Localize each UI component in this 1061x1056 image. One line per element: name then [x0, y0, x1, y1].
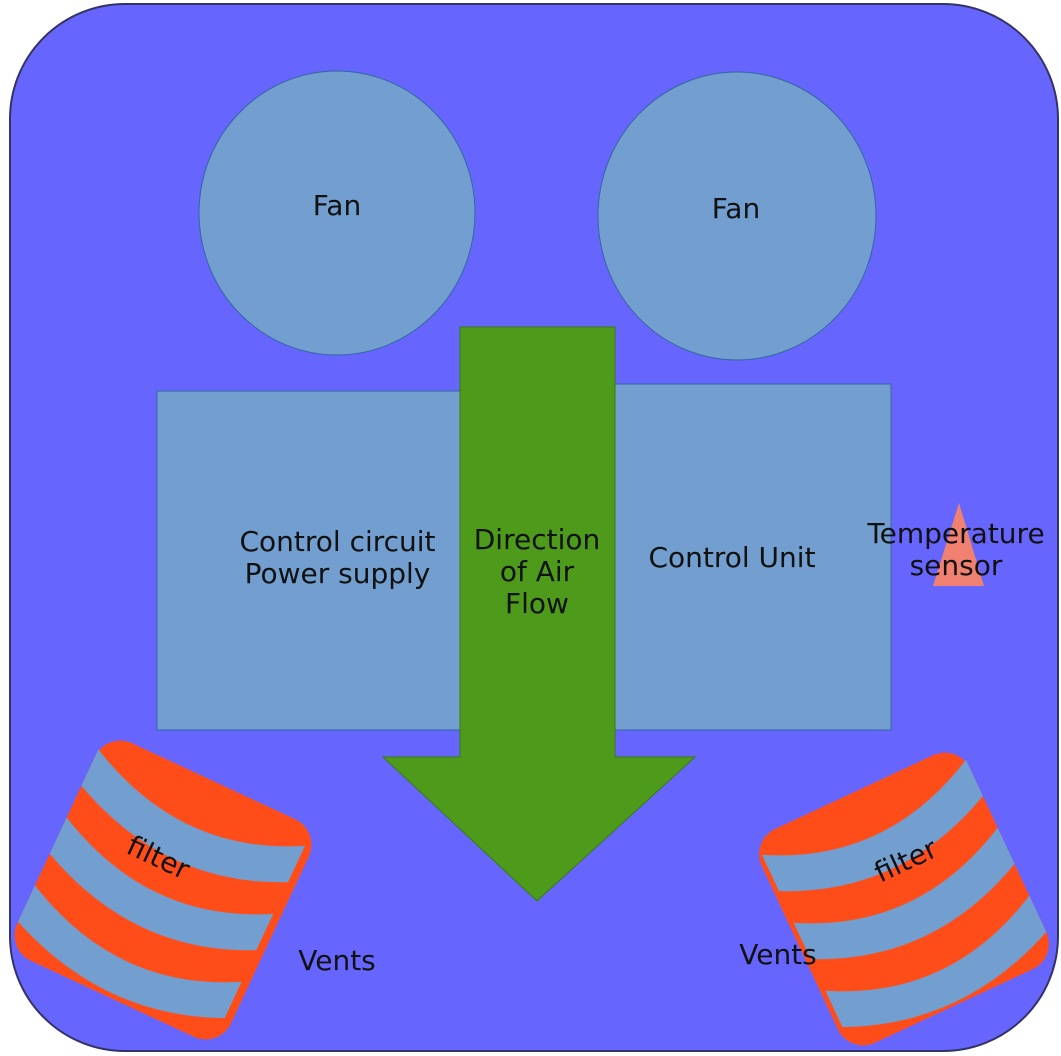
filter-slat [762, 759, 983, 892]
fan-left-label: Fan [312, 189, 362, 222]
air-flow-arrow [381, 326, 697, 902]
control-circuit-label: Control circuit Power supply [215, 525, 460, 591]
vents-right-label: Vents [739, 938, 817, 971]
air-flow-label: Direction of Air Flow [462, 523, 612, 621]
temperature-sensor-line1: Temperature [867, 517, 1045, 550]
temperature-sensor-line2: sensor [909, 549, 1003, 583]
filter-slat [825, 895, 1047, 1028]
control-circuit-line1: Control circuit [239, 525, 436, 558]
fan-left-shape [198, 70, 476, 356]
filter-right [759, 752, 1049, 1046]
air-flow-line3: Flow [505, 587, 569, 621]
filter-right-slats [762, 759, 1047, 1028]
filter-left-slats [18, 749, 305, 1019]
vents-left-label: Vents [298, 944, 376, 977]
air-flow-line1: Direction [473, 523, 601, 556]
filter-slat [49, 817, 274, 951]
filter-left [14, 740, 312, 1040]
control-unit-box [611, 383, 892, 731]
temperature-sensor-label: Temperature sensor [858, 517, 1054, 583]
triangle-sensor-icon [933, 503, 984, 586]
filter-slat [81, 749, 305, 883]
fan-right-shape [597, 71, 877, 361]
air-flow-line2: of Air [499, 555, 575, 589]
fan-right-label: Fan [711, 192, 761, 225]
control-circuit-line2: Power supply [244, 557, 431, 591]
filter-slat [793, 827, 1015, 960]
filter-slat [18, 885, 242, 1019]
control-unit-label: Control Unit [648, 541, 816, 574]
